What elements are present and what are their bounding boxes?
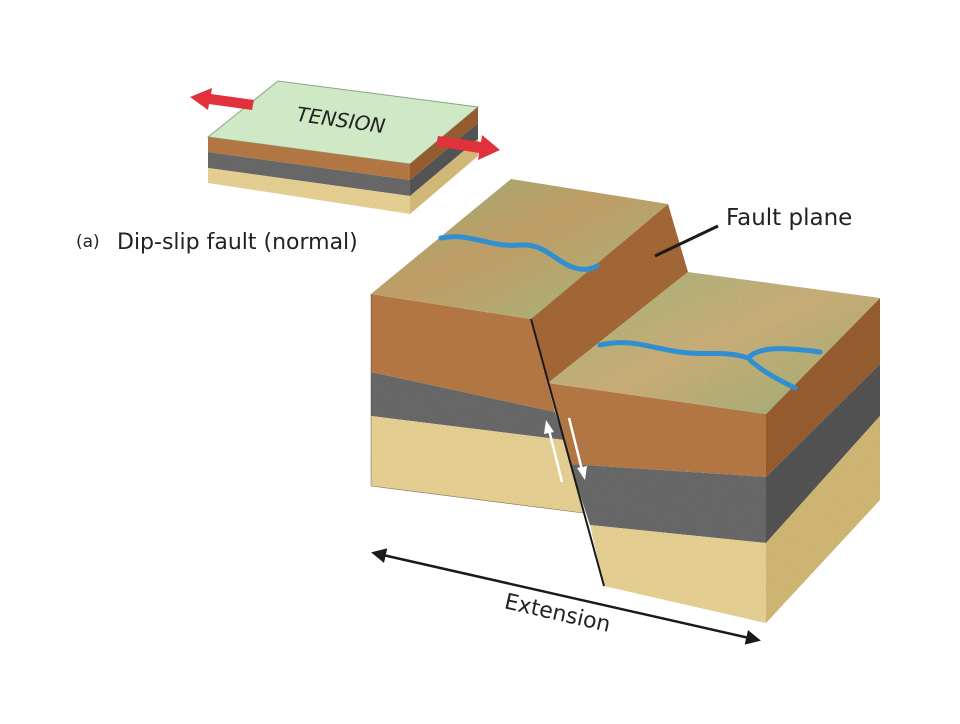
slip-arrow-up xyxy=(544,420,564,483)
fault-plane-label: Fault plane xyxy=(726,205,852,231)
slip-arrow-down xyxy=(567,417,587,480)
extension-arrow xyxy=(371,548,761,645)
caption-letter: (a) xyxy=(76,232,100,252)
hangingwall-top-surface xyxy=(548,272,880,414)
fault-scarp-face xyxy=(531,204,688,383)
inset-layer-sand xyxy=(208,168,410,214)
river-right xyxy=(597,340,823,391)
tension-arrow-right xyxy=(436,135,500,160)
main-fault-block xyxy=(370,179,880,623)
fault-line xyxy=(530,318,605,587)
extension-label: Extension xyxy=(502,590,613,638)
inset-layer-gray xyxy=(208,152,410,196)
block-outline xyxy=(370,294,584,514)
hangingwall-side-face xyxy=(766,298,880,623)
caption-title: Dip-slip fault (normal) xyxy=(117,230,358,255)
tension-arrow-left xyxy=(190,88,254,110)
inset-right-sand xyxy=(410,139,478,214)
footwall-top-surface xyxy=(371,179,668,319)
inset-layer-brown xyxy=(208,137,410,180)
river-left xyxy=(438,234,600,272)
fault-plane-leader xyxy=(654,224,719,258)
tension-inset: TENSION xyxy=(190,80,500,214)
footwall-front-face xyxy=(371,294,583,513)
